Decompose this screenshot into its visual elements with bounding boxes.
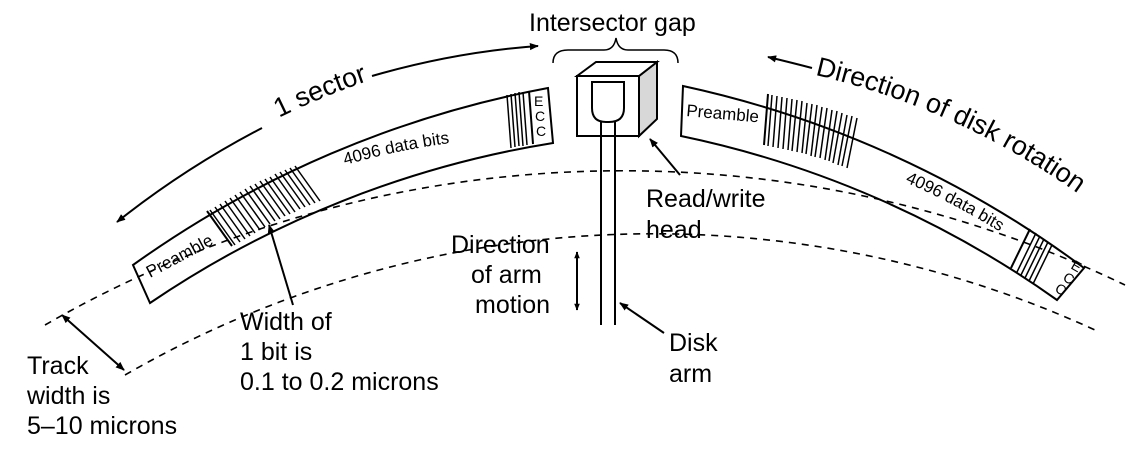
left-bit-stripes [209,165,321,246]
read-write-label-line2: head [646,216,702,244]
bit-width-label-line1: Width of [240,308,332,336]
inner-track-boundary [124,232,1096,376]
read-write-label-line1: Read/write [646,185,766,213]
right-ecc-divider [1010,228,1031,269]
left-ecc-e: E [534,93,543,109]
arm-pointer-arrow [619,302,665,334]
disk-arm-label-line1: Disk [669,329,718,357]
head-coil-outline [591,81,625,123]
intersector-gap-label: Intersector gap [529,9,696,37]
left-ecc-stripes [506,91,528,149]
outer-track-boundary [44,170,1126,326]
left-data-bits-label: 4096 data bits [341,128,450,169]
track-width-label-line2: width is [26,382,110,410]
right-data-bits-label: 4096 data bits [903,168,1007,235]
bit-width-pointer-arrow [267,224,294,306]
right-bit-stripes [767,94,858,169]
head-pointer-arrow [649,138,681,176]
bit-width-label-line3: 0.1 to 0.2 microns [240,368,439,396]
sector-arrow-right [371,42,539,77]
disk-arm-label-line2: arm [669,360,712,388]
arm-motion-label-line2: of arm [471,261,542,289]
left-ecc-c2: C [536,123,546,139]
read-write-head [573,59,660,139]
right-ecc-stripes [1016,232,1053,285]
arm-motion-label-line3: motion [475,291,550,319]
left-ecc-divider [528,90,534,145]
bit-width-label-line2: 1 bit is [240,338,312,366]
track-width-label-line1: Track [27,352,89,380]
sector-arrow-left [116,127,263,223]
right-preamble-divider [763,93,769,146]
right-preamble-label: Preamble [686,101,760,126]
disk-arm [600,122,616,325]
one-sector-label: 1 sector [269,58,370,123]
left-ecc-c1: C [535,108,545,124]
left-preamble-divider [206,210,233,247]
rotation-arrow [767,55,813,69]
track-width-label-line3: 5–10 microns [27,412,177,440]
arm-motion-label-line1: Direction [451,231,550,259]
left-preamble-label: Preamble [143,231,216,282]
intersector-gap-brace [552,37,679,64]
track-width-arrow [61,314,125,371]
